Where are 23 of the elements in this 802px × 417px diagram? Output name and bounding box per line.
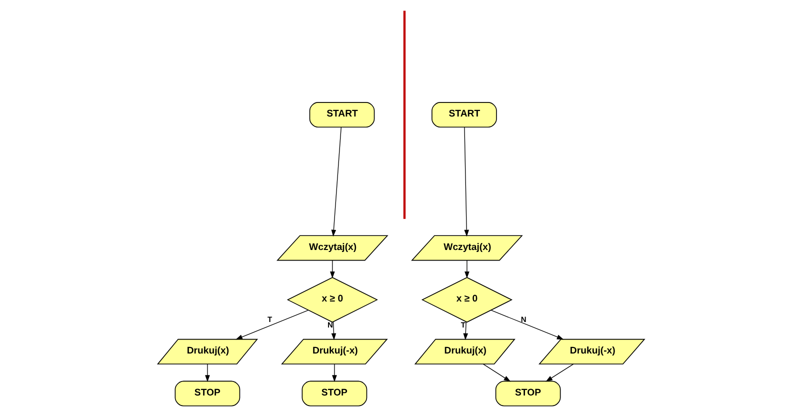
- node-box: START: [309, 102, 375, 128]
- arrow: [464, 126, 470, 237]
- arrow: [331, 322, 336, 340]
- node-diamond: x ≥ 0: [286, 277, 378, 323]
- arrow: [205, 364, 210, 382]
- node-box: STOP: [495, 380, 561, 406]
- arrow: [331, 126, 342, 237]
- arrow: [236, 310, 309, 340]
- arrow: [330, 260, 335, 278]
- edge-label: T: [460, 320, 466, 330]
- edge-label: N: [327, 320, 333, 330]
- node-box: STOP: [174, 380, 240, 406]
- edge-label: N: [520, 314, 526, 324]
- arrow: [482, 364, 511, 382]
- arrow: [463, 322, 468, 340]
- arrow: [546, 364, 574, 382]
- node-box: START: [432, 102, 497, 128]
- edge-label: T: [268, 314, 272, 324]
- arrow: [490, 310, 564, 340]
- node-box: STOP: [302, 380, 368, 406]
- arrow: [464, 260, 470, 278]
- arrow: [332, 364, 337, 382]
- node-diamond: x ≥ 0: [421, 277, 513, 323]
